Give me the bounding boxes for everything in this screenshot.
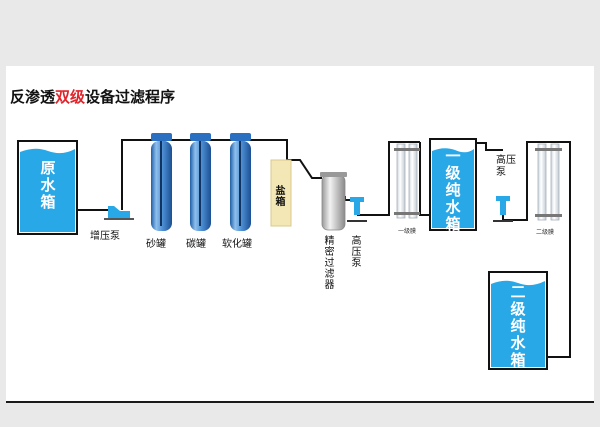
bottom-rule — [6, 401, 594, 403]
pipe-tank1-to-hp2 — [476, 142, 503, 151]
booster-pump-label: 增压泵 — [90, 231, 120, 242]
high-pressure-pump-2-label: 高压泵 — [496, 155, 516, 178]
pipe-membrane2-to-tank2 — [547, 141, 571, 358]
membrane-2 — [535, 143, 562, 221]
salt-box — [270, 159, 292, 227]
membrane-1-label: 一级膜 — [398, 228, 417, 235]
carbon-tank-label: 碳罐 — [186, 239, 206, 250]
high-pressure-pump-1-label: 高压泵 — [351, 236, 362, 269]
booster-pump — [104, 206, 134, 220]
raw-water-tank — [17, 140, 78, 235]
sand-tank-vessel — [151, 133, 172, 231]
first-pure-water-tank — [429, 138, 477, 231]
softener-tank-vessel — [230, 133, 251, 231]
softener-tank-label: 软化罐 — [222, 239, 252, 250]
raw-water-tank-label: 原水箱 — [40, 159, 56, 211]
precision-filter-vessel — [320, 172, 347, 231]
high-pressure-pump-1 — [347, 197, 367, 222]
first-pure-tank-label: 一级纯水箱 — [445, 147, 461, 233]
membrane-2-label: 二级膜 — [536, 229, 555, 236]
membrane-1 — [394, 143, 420, 219]
carbon-tank-vessel — [190, 133, 211, 231]
sand-tank-label: 砂罐 — [146, 239, 166, 250]
pipe-membrane1-to-tank1 — [419, 142, 430, 216]
title-suffix: 设备过滤程序 — [85, 88, 176, 106]
diagram-title: 反渗透双级设备过滤程序 — [10, 86, 175, 107]
high-pressure-pump-2 — [493, 196, 513, 222]
title-highlight: 双级 — [55, 88, 86, 106]
pipe-vessels-to-filter — [272, 139, 322, 179]
salt-box-label: 盐箱 — [275, 186, 286, 208]
pipe-pump-to-vessels — [121, 139, 272, 210]
title-prefix: 反渗透 — [10, 88, 56, 106]
precision-filter-label: 精密过滤器 — [324, 236, 335, 291]
second-pure-tank-label: 二级纯水箱 — [510, 283, 526, 369]
second-pure-water-tank — [488, 271, 548, 370]
